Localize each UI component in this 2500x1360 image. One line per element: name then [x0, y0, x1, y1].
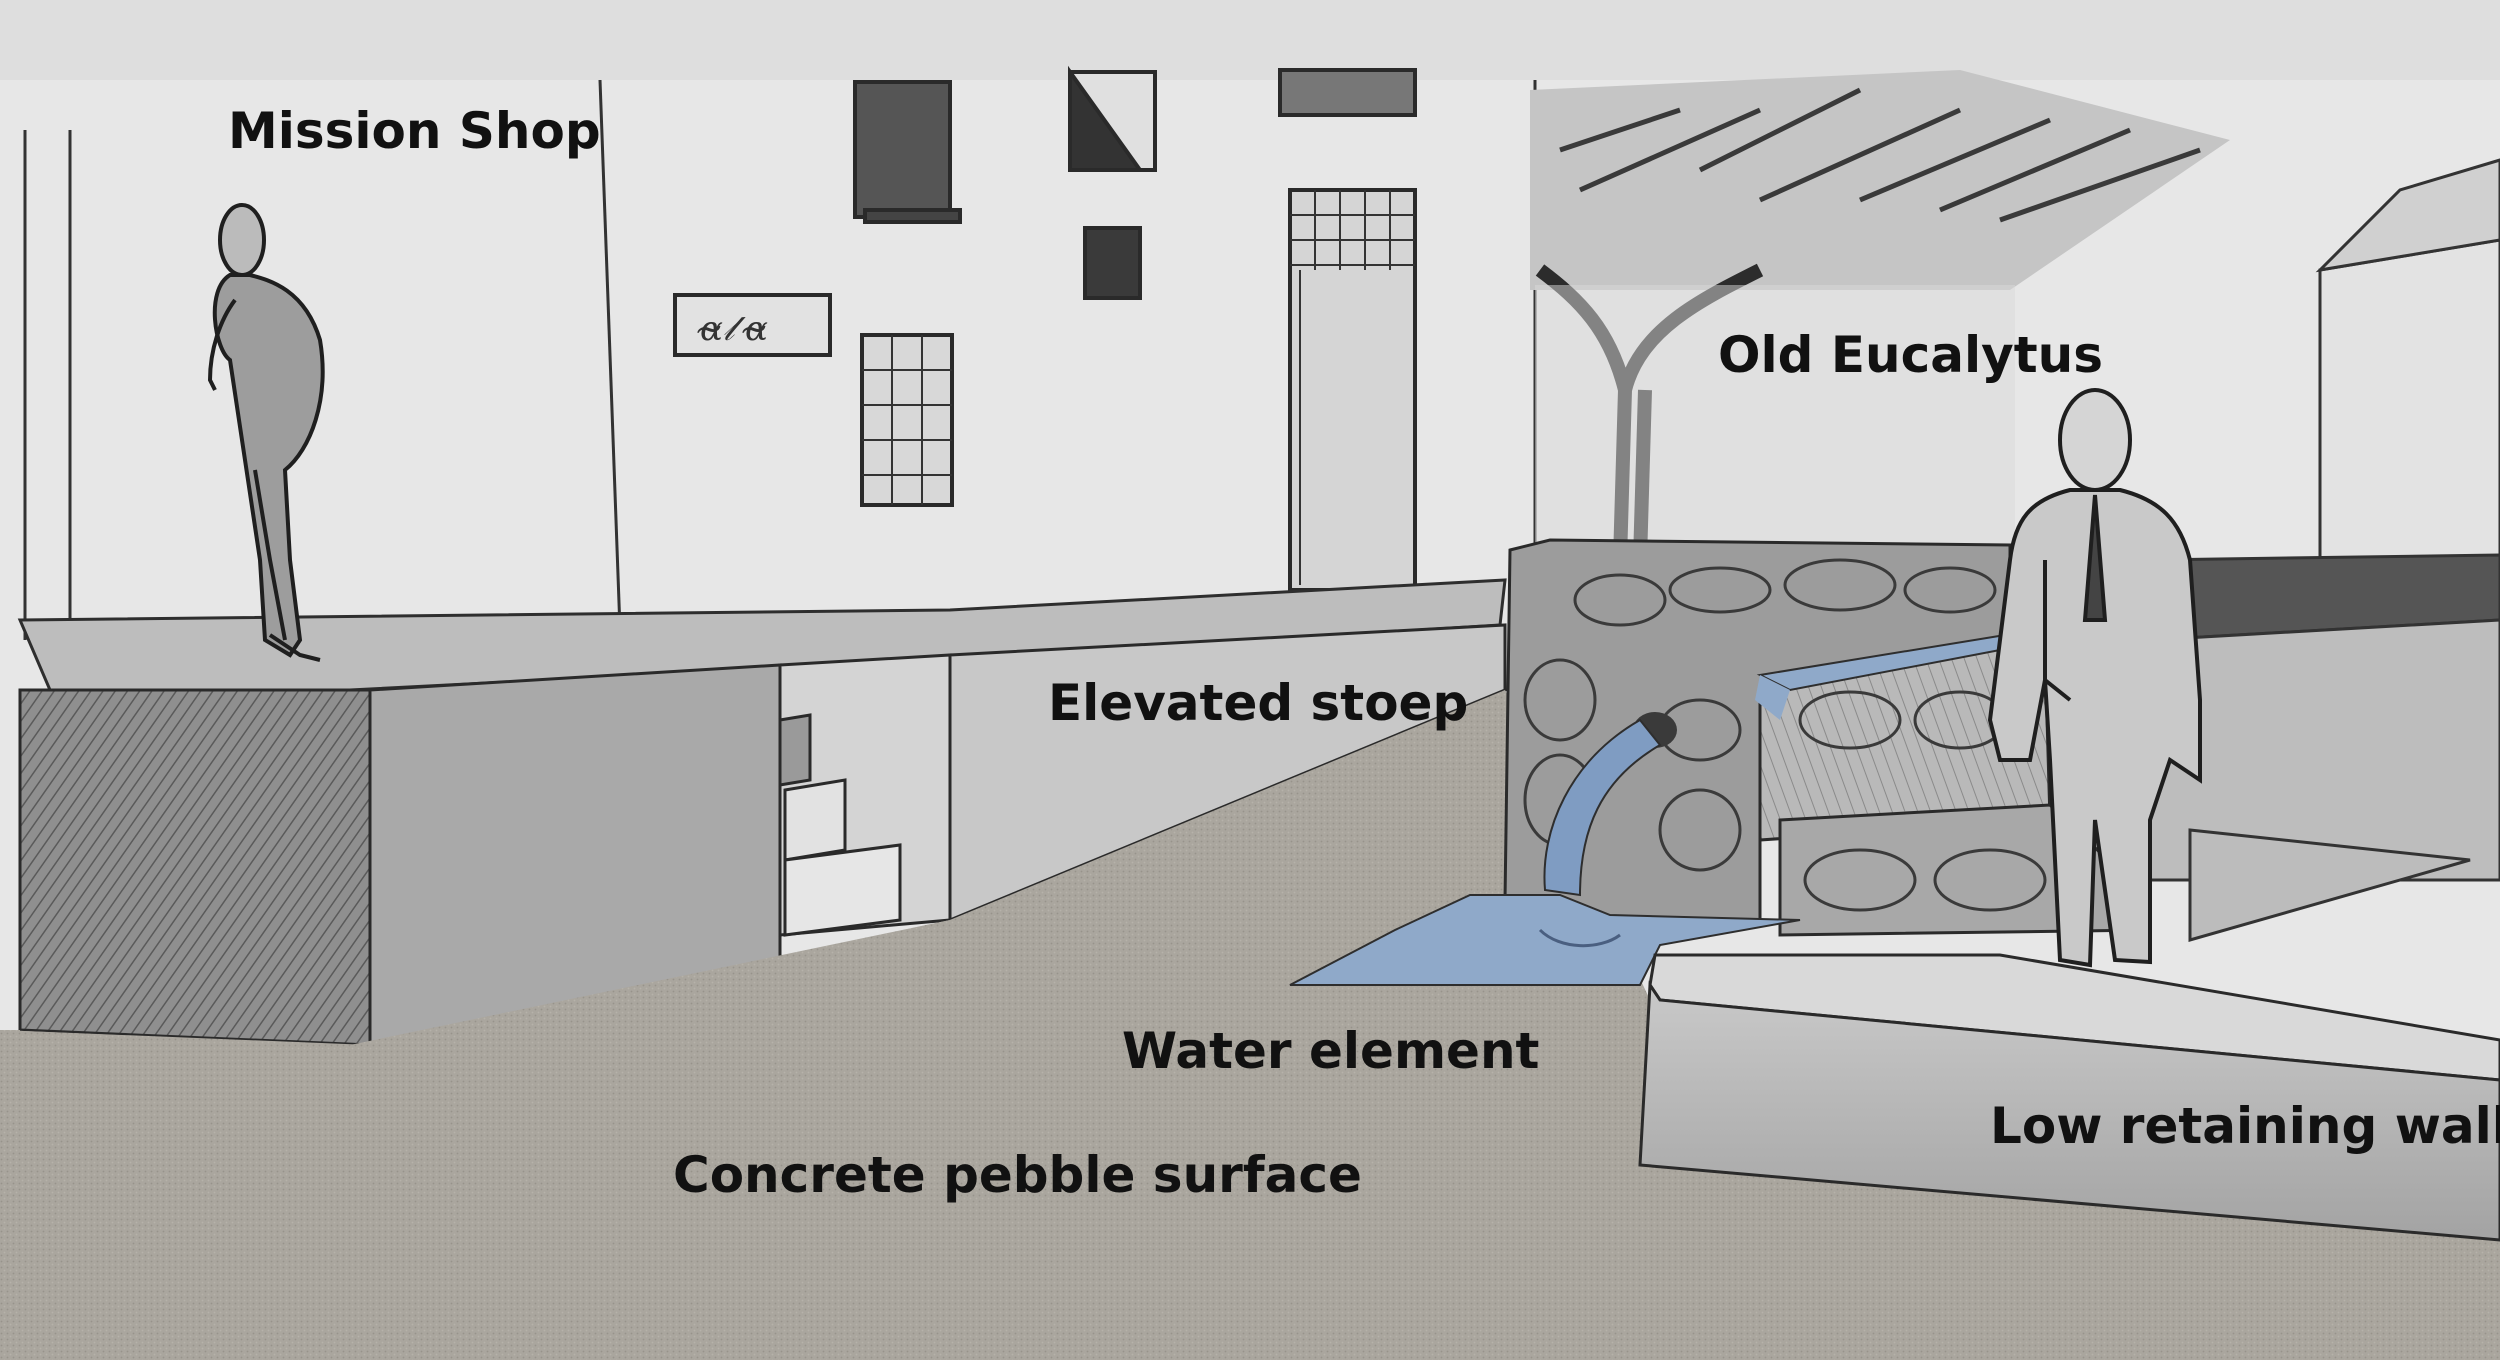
ground-lower: [0, 1140, 2500, 1360]
person-figure-right: [1987, 388, 2202, 968]
label-mission-shop: Mission Shop: [228, 102, 601, 160]
side-ramp: [2188, 828, 2471, 942]
low-retaining-wall: [1638, 953, 2500, 1242]
ground-middle: [0, 690, 1650, 1180]
eucalyptus-tree: [1530, 70, 2230, 561]
stoep-stairs: [778, 653, 952, 937]
stoep-front-face: [18, 688, 372, 1047]
person-figure-left: [207, 203, 325, 662]
sky-shade: [0, 0, 2500, 80]
shop-sign: ɑ̴𝓁 ɑ̴: [697, 309, 768, 349]
label-water-element: Water element: [1122, 1022, 1539, 1080]
label-low-retaining-wall: Low retaining wall: [1990, 1097, 2500, 1155]
label-elevated-stoep: Elevated stoep: [1048, 674, 1468, 732]
water-element: [1289, 633, 2007, 986]
label-old-eucalyptus: Old Eucalytus: [1718, 326, 2103, 384]
building-windows: [673, 65, 1417, 592]
label-concrete-pebble-surface: Concrete pebble surface: [673, 1146, 1362, 1204]
